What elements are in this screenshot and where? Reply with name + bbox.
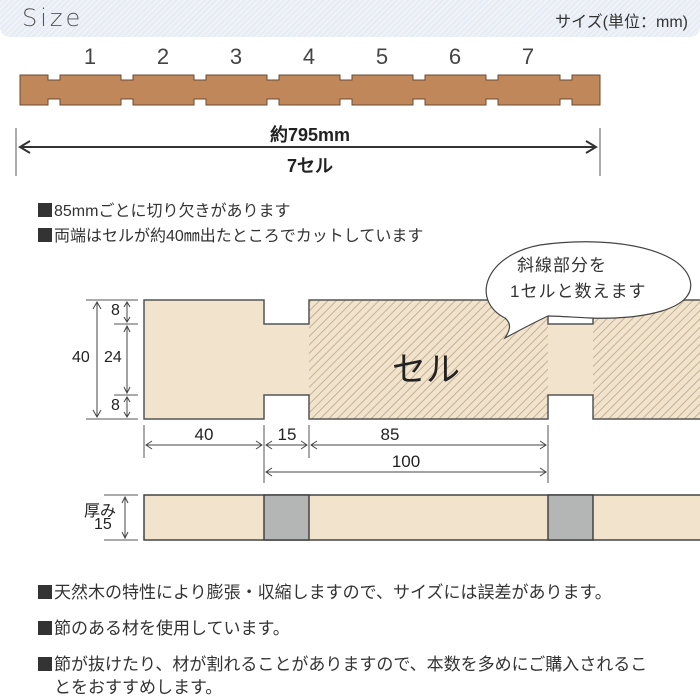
- note-recommend-extra: 節が抜けたり、材が割れることがありますので、本数を多めにご購入されるこ: [38, 650, 647, 675]
- hatched-next-cell-region: [593, 300, 700, 419]
- thickness-label: 厚み: [84, 503, 117, 520]
- width-end-label: 40: [194, 425, 214, 444]
- note-knots: 節のある材を使用しています。: [38, 614, 290, 639]
- overview-wood-bar: [19, 74, 601, 106]
- callout-line-2: 1セルと数えます: [510, 282, 647, 301]
- cell-number-1: 1: [83, 44, 97, 69]
- height-total-label: 40: [72, 349, 90, 366]
- height-top-label: 8: [111, 302, 120, 319]
- width-cell-label: 85: [380, 425, 400, 444]
- detail-diagram: [86, 241, 700, 541]
- thickness-value: 15: [94, 516, 112, 533]
- height-mid-label: 24: [104, 349, 122, 366]
- cell-number-4: 4: [302, 44, 316, 69]
- cell-number-5: 5: [375, 44, 389, 69]
- width-notch-label: 15: [277, 425, 297, 444]
- notch-block-2: [547, 494, 594, 541]
- note-notch-interval: 85mmごとに切り欠きがあります: [38, 197, 290, 221]
- hatched-cell-region: [309, 300, 548, 419]
- overview-bar-diagram: [15, 74, 601, 176]
- speech-bubble: [485, 241, 692, 340]
- cell-number-3: 3: [229, 44, 243, 69]
- cell-count-label: 7セル: [286, 156, 333, 176]
- unit-label: サイズ(単位：mm): [555, 14, 688, 31]
- cell-number-7: 7: [521, 44, 535, 69]
- thickness-bar: [143, 494, 700, 541]
- bullet-square-icon: [38, 621, 52, 635]
- note-expansion: 天然木の特性により膨張・収縮しますので、サイズには誤差があります。: [38, 578, 612, 603]
- bullet-square-icon: [38, 203, 52, 217]
- cell-number-2: 2: [156, 44, 170, 69]
- note-end-cut: 両端はセルが約40㎜出たところでカットしています: [38, 222, 423, 246]
- cell-number-6: 6: [448, 44, 462, 69]
- bullet-square-icon: [38, 228, 52, 242]
- size-header-band: [0, 0, 700, 37]
- section-title: Size: [22, 4, 84, 32]
- bullet-square-icon: [38, 585, 52, 599]
- cell-label: セル: [392, 351, 460, 389]
- note-recommend-extra-cont: とをおすすめします。: [54, 678, 223, 697]
- bullet-square-icon: [38, 657, 52, 671]
- notch-block-1: [263, 494, 310, 541]
- total-length-label: 約795mm: [269, 125, 351, 145]
- width-pitch-label: 100: [391, 452, 421, 471]
- height-bottom-label: 8: [111, 397, 120, 414]
- callout-line-1: 斜線部分を: [517, 256, 607, 275]
